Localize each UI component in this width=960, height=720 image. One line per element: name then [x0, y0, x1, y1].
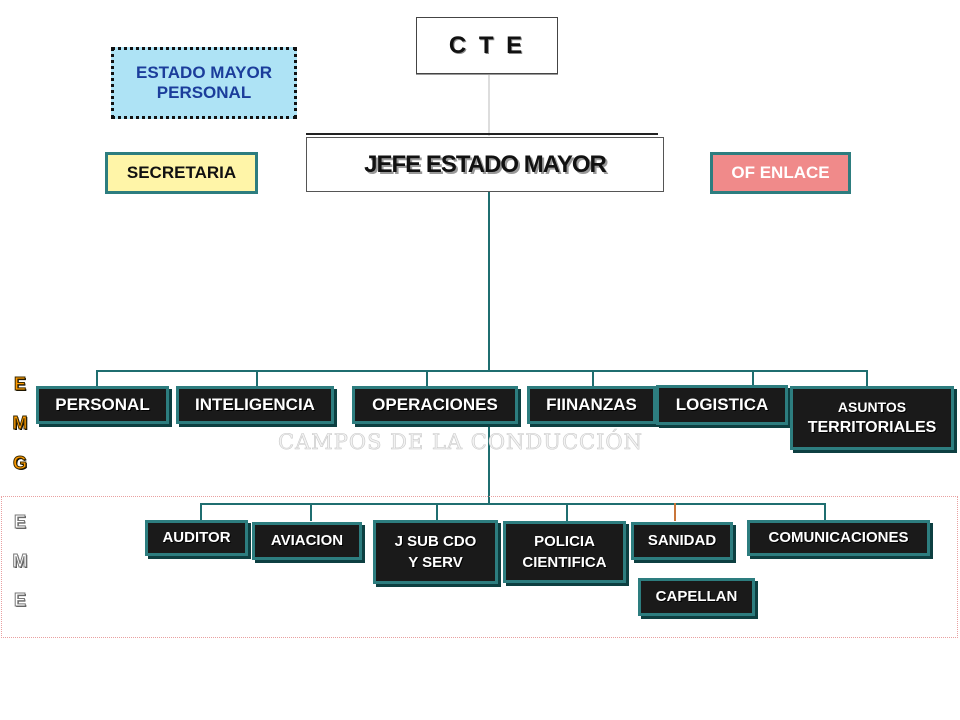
dept-inteligencia[interactable]: INTELIGENCIA	[176, 386, 334, 424]
eme-letter: E	[13, 590, 26, 611]
estado-mayor-line2: PERSONAL	[156, 83, 252, 102]
jefe-estado-mayor-label: JEFE ESTADO MAYOR	[364, 150, 607, 178]
dept-finanzas[interactable]: FIINANZAS	[527, 386, 656, 424]
estado-mayor-personal-box[interactable]: ESTADO MAYOR PERSONAL	[111, 47, 297, 119]
dept-asuntos-territoriales[interactable]: ASUNTOS TERRITORIALES	[790, 386, 954, 450]
eme-frame	[1, 496, 958, 638]
dept-j-sub-cdo-y-serv[interactable]: J SUB CDO Y SERV	[373, 520, 498, 584]
of-enlace-label: OF ENLACE	[731, 163, 830, 183]
dept-jsub-line1: J SUB CDO	[394, 533, 477, 551]
connector-drop	[200, 503, 202, 521]
dept-auditor[interactable]: AUDITOR	[145, 520, 248, 556]
connector-drop	[256, 370, 258, 386]
dept-sanidad[interactable]: SANIDAD	[631, 522, 733, 560]
dept-personal[interactable]: PERSONAL	[36, 386, 169, 424]
of-enlace-box[interactable]: OF ENLACE	[710, 152, 851, 194]
dept-aviacion-label: AVIACION	[270, 532, 344, 550]
connector-chief-emg	[488, 192, 490, 372]
secretaria-box[interactable]: SECRETARIA	[105, 152, 258, 194]
emg-letter: M	[12, 413, 28, 434]
estado-mayor-line1: ESTADO MAYOR	[135, 63, 273, 83]
connector-cte-chief	[488, 74, 490, 136]
dept-sanidad-label: SANIDAD	[647, 532, 717, 550]
dept-auditor-label: AUDITOR	[162, 529, 231, 547]
connector-drop	[426, 370, 428, 386]
jefe-estado-mayor-box[interactable]: JEFE ESTADO MAYOR	[306, 137, 664, 192]
dept-asuntos-line1: ASUNTOS	[837, 398, 907, 415]
connector-drop	[592, 370, 594, 386]
connector-drop	[436, 503, 438, 521]
connector-eme-bar	[200, 503, 826, 505]
connector-drop	[310, 503, 312, 521]
connector-drop	[96, 370, 98, 386]
eme-letter: M	[12, 551, 28, 572]
connector-emg-bar	[96, 370, 868, 372]
emg-letter: E	[13, 374, 26, 395]
dept-aviacion[interactable]: AVIACION	[252, 522, 362, 560]
dept-personal-label: PERSONAL	[55, 395, 150, 415]
cte-box[interactable]: C T E	[416, 17, 558, 74]
dept-operaciones[interactable]: OPERACIONES	[352, 386, 518, 424]
dept-logistica[interactable]: LOGISTICA	[656, 385, 788, 425]
dept-comunicaciones-label: COMUNICACIONES	[768, 529, 909, 547]
dept-logistica-label: LOGISTICA	[675, 395, 769, 415]
connector-drop	[824, 503, 826, 521]
connector-chief-top	[306, 133, 658, 135]
dept-asuntos-line2: TERRITORIALES	[807, 418, 937, 436]
emg-letter: G	[12, 453, 27, 474]
campos-conduccion-watermark: CAMPOS DE LA CONDUCCIÓN	[278, 430, 643, 455]
cte-label: C T E	[448, 31, 526, 59]
dept-operaciones-label: OPERACIONES	[372, 395, 498, 415]
connector-drop	[752, 370, 754, 386]
connector-drop	[674, 503, 676, 521]
connector-emg-eme	[488, 420, 490, 504]
dept-finanzas-label: FIINANZAS	[546, 395, 637, 415]
dept-capellan[interactable]: CAPELLAN	[638, 578, 755, 616]
dept-policia-line1: POLICIA	[534, 533, 595, 551]
dept-comunicaciones[interactable]: COMUNICACIONES	[747, 520, 930, 556]
connector-drop	[866, 370, 868, 386]
dept-capellan-label: CAPELLAN	[655, 588, 738, 606]
eme-letter: E	[13, 512, 26, 533]
dept-policia-cientifica[interactable]: POLICIA CIENTIFICA	[503, 521, 626, 583]
secretaria-label: SECRETARIA	[126, 163, 237, 183]
connector-drop	[566, 503, 568, 521]
dept-policia-line2: CIENTIFICA	[522, 553, 607, 571]
dept-inteligencia-label: INTELIGENCIA	[195, 395, 315, 415]
dept-jsub-line2: Y SERV	[408, 553, 463, 571]
